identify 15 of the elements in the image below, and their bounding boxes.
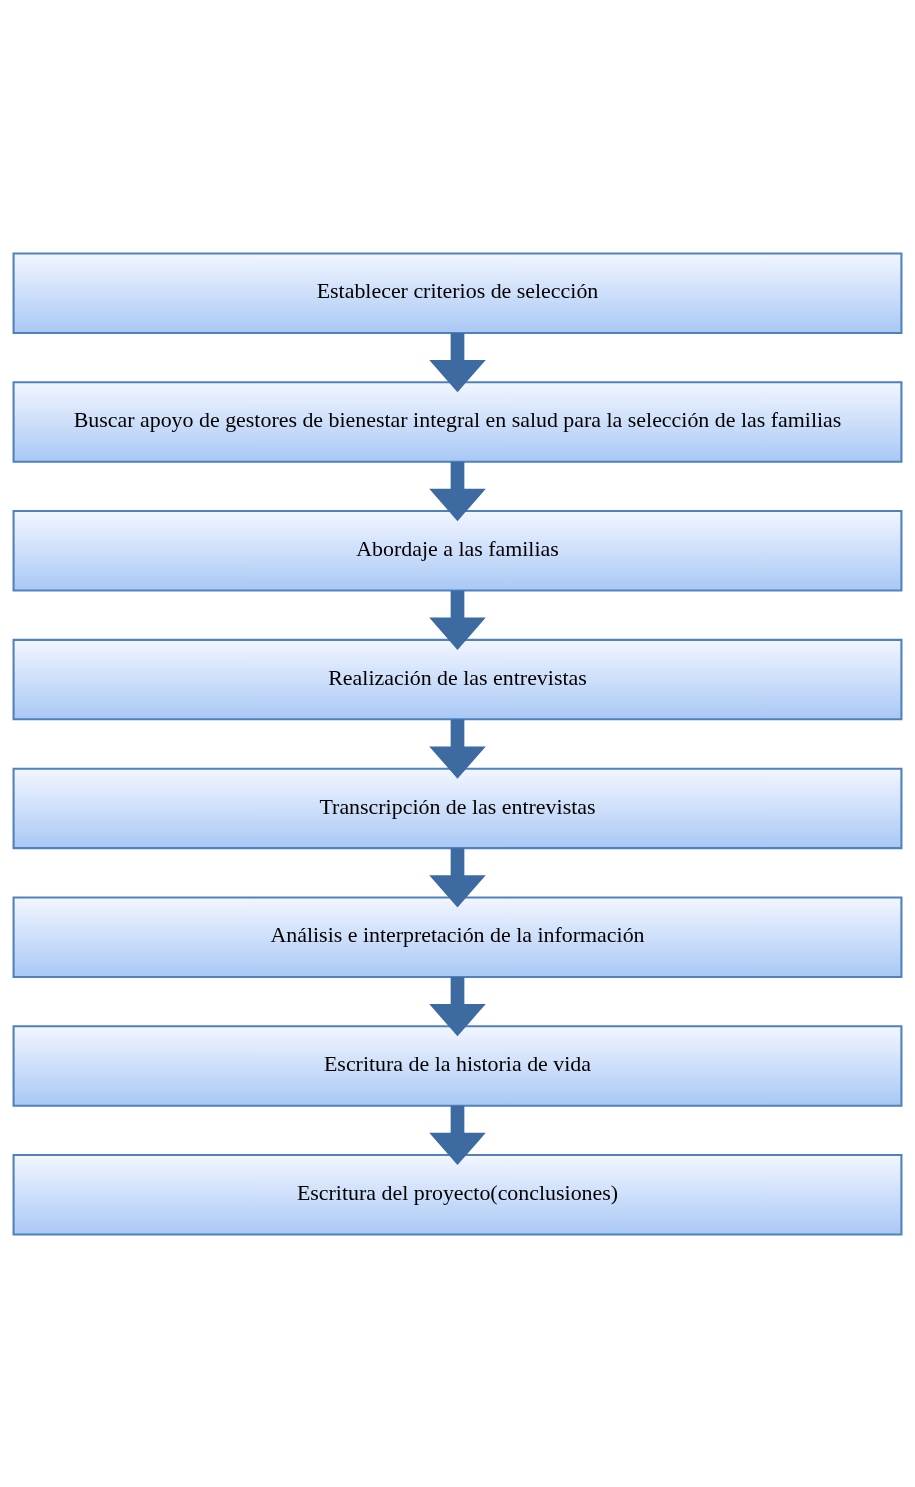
arrow	[429, 718, 486, 779]
node-box: Realización de las entrevistas	[12, 638, 903, 720]
arrow	[429, 461, 486, 521]
node-box: Análisis e interpretación de la información	[12, 895, 903, 978]
arrow	[429, 332, 486, 392]
node-box: Establecer criterios de selección	[12, 251, 903, 334]
node-box: Escritura del proyecto(conclusiones)	[12, 1153, 903, 1236]
arrow	[429, 847, 486, 908]
arrow	[429, 976, 486, 1036]
node-box: Abordaje a las familias	[12, 509, 903, 592]
node-box: Transcripción de las entrevistas	[12, 767, 903, 849]
arrow	[429, 590, 486, 650]
node-box: Escritura de la historia de vida	[12, 1024, 903, 1107]
node-box: Buscar apoyo de gestores de bienestar integral en salud para la selección de las familias	[12, 380, 903, 463]
arrow	[429, 1105, 486, 1165]
